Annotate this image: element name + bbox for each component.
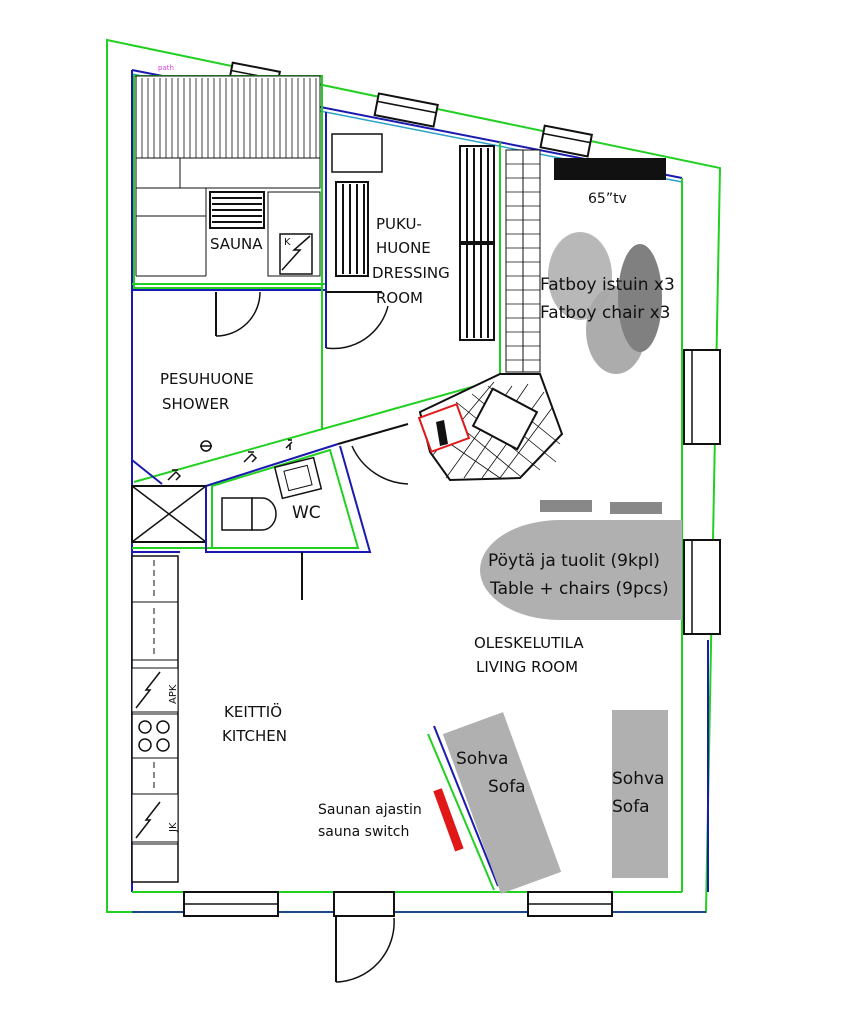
label-jk: JK (168, 822, 179, 833)
sauna-room (133, 75, 323, 289)
label-dressing-en-1: DRESSING (372, 264, 450, 282)
label-sofa2-en: Sofa (612, 797, 650, 817)
dressing-bench-right (459, 145, 495, 341)
window-top-3 (539, 124, 594, 158)
wall-diagonal (133, 377, 505, 483)
label-fatboy-en: Fatboy chair x3 (540, 303, 671, 323)
window-top-2 (373, 92, 439, 128)
shower-fixtures (167, 439, 293, 481)
label-living-fi: OLESKELUTILA (474, 634, 584, 652)
label-table-fi: Pöytä ja tuolit (9kpl) (488, 551, 660, 571)
label-wc: WC (292, 503, 321, 523)
dishwasher (131, 667, 179, 713)
kitchen-counter (131, 555, 179, 883)
dressing-bench-left (335, 181, 369, 277)
label-dressing-fi-2: HUONE (376, 239, 431, 257)
partition-wall-blue (433, 725, 499, 887)
label-k: K (284, 237, 291, 248)
shower-shaft (131, 485, 207, 543)
window-bottom-1 (183, 891, 279, 917)
tile-column (505, 149, 541, 373)
label-dressing-fi-1: PUKU- (376, 215, 422, 233)
label-sofa1-en: Sofa (488, 777, 526, 797)
partition-wall-green (427, 733, 495, 891)
label-shower-en: SHOWER (162, 395, 229, 413)
fireplace (417, 373, 564, 482)
dining-table (480, 500, 682, 620)
label-timer-fi: Saunan ajastin (318, 802, 422, 818)
window-right-2 (683, 539, 721, 635)
label-sofa2-fi: Sohva (612, 769, 664, 789)
entrance-door (333, 891, 395, 983)
sofa-diagonal (442, 712, 562, 894)
window-bottom-2 (527, 891, 613, 917)
label-kitchen-en: KITCHEN (222, 727, 287, 745)
stove-icon (138, 720, 170, 752)
label-kitchen-fi: KEITTIÖ (224, 702, 282, 721)
dressing-door (325, 291, 389, 350)
path-tag: path (158, 64, 174, 72)
sauna-heater-grille (209, 191, 265, 229)
label-apk: APK (168, 684, 179, 704)
label-shower-fi: PESUHUONE (160, 370, 254, 388)
wc-room (205, 445, 372, 600)
label-table-en: Table + chairs (9pcs) (489, 579, 669, 599)
sauna-timer-switch (433, 788, 464, 852)
sauna-door (215, 291, 261, 337)
label-timer-en: sauna switch (318, 824, 409, 840)
dressing-cabinet (331, 133, 383, 173)
fatboy-chairs (548, 232, 662, 374)
window-right-1 (683, 349, 721, 445)
label-tv: 65”tv (588, 191, 627, 207)
tv (554, 158, 666, 180)
fridge (131, 793, 179, 843)
sofa-straight (612, 710, 668, 878)
label-sofa1-fi: Sohva (456, 749, 508, 769)
living-door (337, 423, 409, 485)
label-sauna: SAUNA (210, 235, 263, 253)
label-living-en: LIVING ROOM (476, 658, 578, 676)
label-dressing-en-2: ROOM (376, 289, 423, 307)
label-fatboy-fi: Fatboy istuin x3 (540, 275, 675, 295)
